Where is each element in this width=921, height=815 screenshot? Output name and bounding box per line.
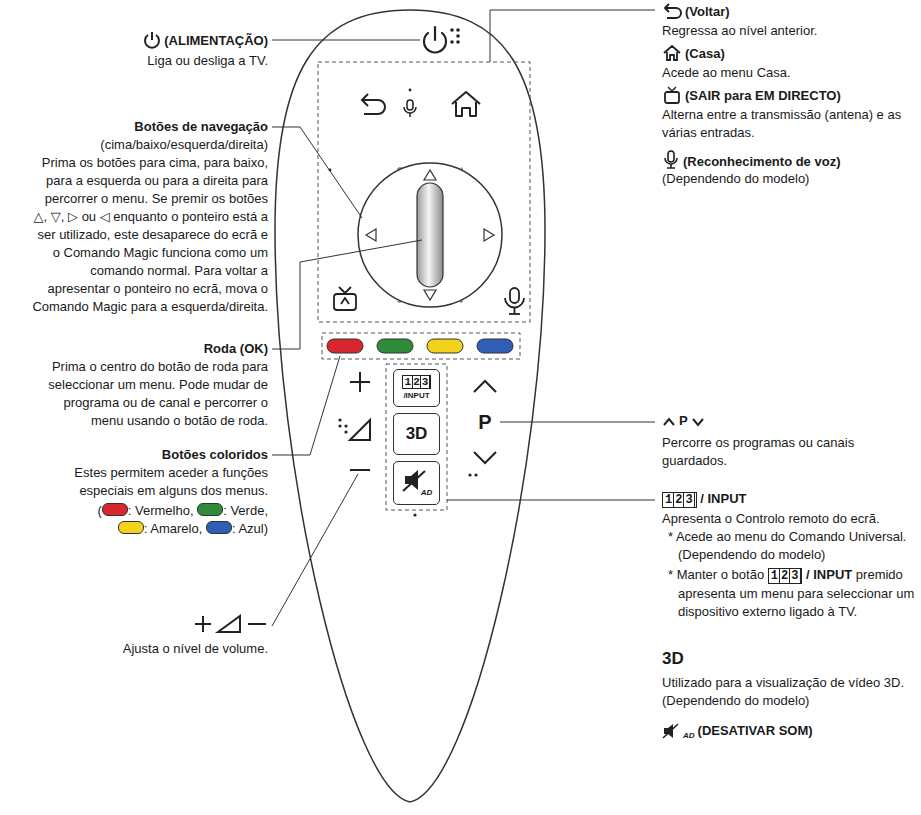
button-glyph: 123 xyxy=(662,492,697,508)
3d-button: 3D xyxy=(393,413,440,455)
icon-subscript: AD xyxy=(683,731,695,740)
legend-text: : Verde, xyxy=(223,503,268,518)
input-button: 123/INPUT xyxy=(393,369,440,407)
down-chevron xyxy=(691,415,705,429)
callout-note: * Manter o botão 123 / INPUT premido apr… xyxy=(668,566,918,621)
scroll-wheel xyxy=(417,183,443,287)
mute-button: AD xyxy=(393,461,440,505)
button-label: P xyxy=(478,411,491,433)
color-legend: (: Vermelho, : Verde, : Amarelo, : Azul) xyxy=(8,502,268,538)
legend-swatch xyxy=(118,521,144,534)
button-label: AD xyxy=(421,488,433,497)
callout: P xyxy=(662,412,912,430)
legend-swatch xyxy=(102,503,128,516)
navigation-ring xyxy=(358,163,502,307)
callout-text: Percorre os programas ou canais guardado… xyxy=(662,434,912,470)
callout-title: 3D xyxy=(662,650,912,668)
power-symbol xyxy=(143,31,161,49)
power-icon xyxy=(424,27,446,52)
callout-title: (Casa) xyxy=(685,46,725,61)
channel-chevrons xyxy=(474,381,496,463)
home-icon xyxy=(452,92,480,116)
voice-symbol xyxy=(662,150,680,170)
volume-callout-icon xyxy=(195,616,266,632)
callout-text: Apresenta o Controlo remoto do ecrã. xyxy=(662,510,912,528)
callout-text: Prima os botões para cima, para baixo, p… xyxy=(28,154,268,316)
color-group-frame xyxy=(322,333,520,359)
callout-text: Ajusta o nível de volume. xyxy=(28,640,268,658)
callout-title: Roda (OK) xyxy=(28,340,268,358)
callout-title: Botões coloridos xyxy=(28,446,268,464)
lower-group-frame xyxy=(386,364,447,510)
voice-mic-icon xyxy=(505,288,524,314)
legend-text: : Amarelo, xyxy=(144,521,203,536)
up-chevron xyxy=(662,415,676,429)
legend-text: : Vermelho, xyxy=(128,503,194,518)
top-group-frame xyxy=(318,62,530,322)
button-label: 123 xyxy=(402,375,432,389)
callout: (SAIR para EM DIRECTO) xyxy=(662,86,912,105)
legend-swatch xyxy=(197,503,223,516)
callout-title: Botões de navegação xyxy=(28,118,268,136)
button-label: 3D xyxy=(406,424,428,444)
live-tv-symbol xyxy=(662,86,682,104)
back-symbol xyxy=(662,2,682,20)
color-buttons xyxy=(327,339,513,353)
note-text: * Manter o botão xyxy=(668,567,764,582)
callout: 123 / INPUT xyxy=(662,490,912,509)
callout-text: (Dependendo do modelo) xyxy=(662,170,912,188)
legend-swatch xyxy=(206,521,232,534)
callout-title: / INPUT xyxy=(700,491,746,506)
home-symbol xyxy=(662,44,682,62)
callout-text: Alterna entre a transmissão (antena) e a… xyxy=(662,106,912,142)
callout: (Reconhecimento de voz) xyxy=(662,150,912,171)
callout: (ALIMENTAÇÃO) xyxy=(28,31,268,50)
mute-symbol xyxy=(662,723,680,739)
back-icon xyxy=(362,94,385,114)
note-text: / INPUT xyxy=(806,567,852,582)
channel-button: P xyxy=(470,407,500,437)
callout-title: (DESATIVAR SOM) xyxy=(698,723,813,738)
callout-text: Liga ou desliga a TV. xyxy=(28,52,268,70)
callout-title: (Reconhecimento de voz) xyxy=(683,154,840,169)
remote-body xyxy=(275,10,545,802)
callout: (Casa) xyxy=(662,44,912,63)
callout-text: Prima o centro do botão de roda para sel… xyxy=(28,358,268,430)
callout-text: Utilizado para a visualização de vídeo 3… xyxy=(662,674,912,710)
button-glyph: 123 xyxy=(768,568,803,584)
callout-text: Regressa ao nível anterior. xyxy=(662,22,912,40)
callout-text: (cima/baixo/esquerda/direita) xyxy=(28,136,268,154)
live-tv-icon xyxy=(334,287,356,310)
callout: (Voltar) xyxy=(662,2,912,21)
volume-buttons xyxy=(350,372,370,470)
callout-text: Estes permitem aceder a funções especiai… xyxy=(28,464,268,500)
mic-icon-small xyxy=(404,100,416,117)
callout: AD(DESATIVAR SOM) xyxy=(662,722,912,745)
callout-title: (ALIMENTAÇÃO) xyxy=(164,33,268,48)
legend-text: : Azul) xyxy=(232,521,268,536)
callout-title: (Voltar) xyxy=(685,4,730,19)
callout-title: P xyxy=(679,413,688,428)
callout-title: (SAIR para EM DIRECTO) xyxy=(685,88,841,103)
leader-lines xyxy=(272,10,655,626)
arrow-marks xyxy=(366,170,494,300)
callout-text: Acede ao menu Casa. xyxy=(662,64,912,82)
callout-note: * Acede ao menu do Comando Universal. (D… xyxy=(668,528,918,564)
button-label: /INPUT xyxy=(403,391,429,401)
